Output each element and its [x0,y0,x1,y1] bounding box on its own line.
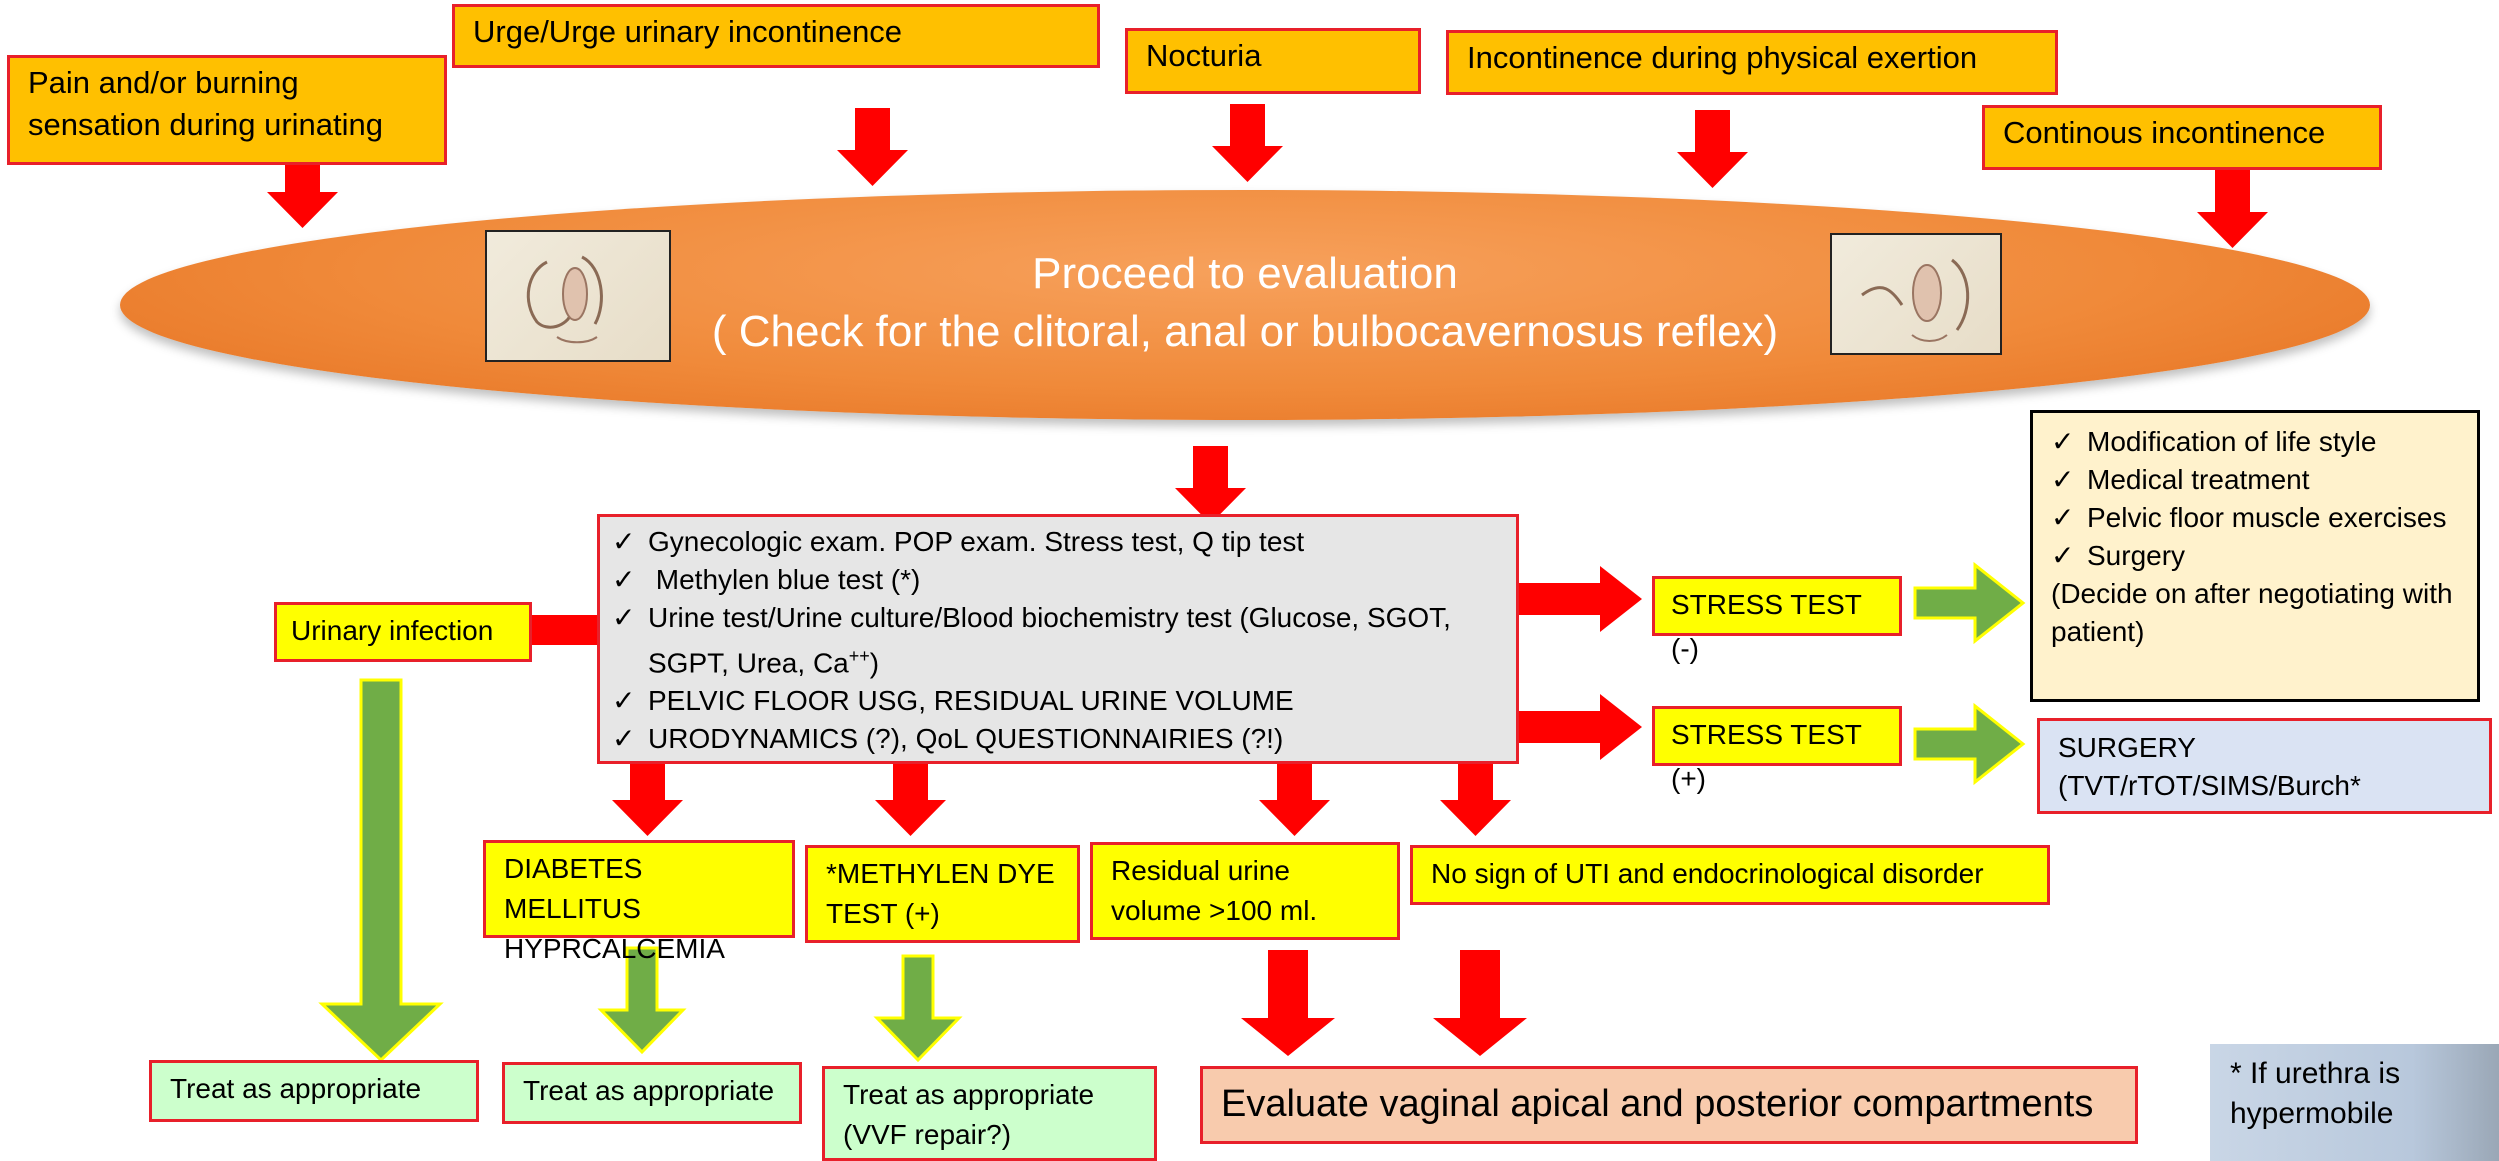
arrow-down-icon [1259,760,1330,836]
surgery-box: SURGERY (TVT/rTOT/SIMS/Burch* [2037,718,2492,814]
arrow-down-icon [1212,104,1283,182]
management-item: ✓ Pelvic floor muscle exercises [2051,499,2459,537]
symptom-nocturia-box: Nocturia [1125,28,1421,94]
methylen-dye-label: *METHYLEN DYE TEST (+) [826,858,1055,929]
evaluate-vaginal-box: Evaluate vaginal apical and posterior co… [1200,1066,2138,1144]
check-icon: ✓ [2051,502,2075,533]
arrow-down-icon [1440,760,1511,836]
check-icon: ✓ [612,723,636,755]
exam-item-superscript: ++ [848,646,870,666]
management-options-box: ✓ Modification of life style ✓ Medical tre… [2030,410,2480,702]
exam-item: ✓ PELVIC FLOOR USG, RESIDUAL URINE VOLUME [612,682,1504,720]
evaluation-title: Proceed to evaluation [1032,249,1458,298]
arrow-right-icon [1518,566,1642,632]
stress-test-negative-box: STRESS TEST (-) [1652,576,1902,664]
symptom-pain-box: Pain and/or burning sensation during uri… [7,55,447,165]
connector [530,615,597,645]
residual-urine-box: Residual urine volume >100 ml. [1090,842,1400,940]
exam-checklist: ✓ Gynecologic exam. POP exam. Stress test… [612,523,1504,758]
exam-item-text: Urine test/Urine culture/Blood biochemis… [648,602,1451,679]
symptom-continuous-box: Continous incontinence [1982,105,2382,170]
urinary-infection-box: Urinary infection [274,602,532,662]
exam-item: ✓ Gynecologic exam. POP exam. Stress test… [612,523,1504,561]
surgery-procedures: (TVT/rTOT/SIMS/Burch* [2058,770,2361,801]
check-icon: ✓ [2051,426,2075,457]
arrow-right-icon [1913,702,2026,786]
treat-vvf-note: (VVF repair?) [843,1119,1012,1150]
stress-test-positive-box: STRESS TEST (+) [1652,706,1902,794]
exam-item: ✓ Urine test/Urine culture/Blood biochemi… [612,599,1504,682]
symptom-pain-label: Pain and/or burning sensation during uri… [28,65,384,142]
symptom-exertion-label: Incontinence during physical exertion [1467,40,1978,75]
anatomy-illustration-left [485,230,671,362]
diabetes-label: DIABETES MELLITUS HYPRCALCEMIA [504,853,725,964]
management-item-text: Pelvic floor muscle exercises [2087,502,2447,533]
treat-infection-label: Treat as appropriate [170,1073,422,1104]
symptom-nocturia-label: Nocturia [1146,38,1262,73]
evaluation-subtitle: ( Check for the clitoral, anal or bulboc… [711,307,1779,356]
anatomy-illustration-right [1830,233,2002,355]
arrow-down-icon [873,954,963,1063]
diabetes-box: DIABETES MELLITUS HYPRCALCEMIA [483,840,795,964]
management-item-text: Medical treatment [2087,464,2310,495]
symptom-urge-label: Urge/Urge urinary incontinence [473,14,903,49]
check-icon: ✓ [2051,464,2075,495]
arrow-down-icon [1433,950,1527,1056]
no-sign-label: No sign of UTI and endocrinological diso… [1431,858,1984,889]
footnote-text: * If urethra is hypermobile [2230,1057,2401,1130]
no-sign-box: No sign of UTI and endocrinological diso… [1410,845,2050,905]
treat-diabetes-box: Treat as appropriate [502,1062,802,1124]
check-icon: ✓ [2051,540,2075,571]
stress-test-positive-label: STRESS TEST (+) [1671,719,1862,794]
symptom-urge-box: Urge/Urge urinary incontinence [452,4,1100,68]
exam-item-text: PELVIC FLOOR USG, RESIDUAL URINE VOLUME [648,685,1294,717]
anatomy-sketch-icon [1861,258,1970,342]
check-icon: ✓ [612,602,636,633]
exam-item-close: ) [869,647,880,679]
management-item: ✓ Medical treatment [2051,461,2459,499]
arrow-down-icon [837,108,908,186]
symptom-exertion-box: Incontinence during physical exertion [1446,30,2058,95]
exam-item: ✓ URODYNAMICS (?), QoL QUESTIONNAIRIES (?… [612,720,1504,758]
evaluate-vaginal-label: Evaluate vaginal apical and posterior co… [1221,1083,2094,1125]
exam-checklist-box: ✓ Gynecologic exam. POP exam. Stress test… [597,514,1519,764]
arrow-down-icon [1241,950,1335,1056]
arrow-down-icon [318,678,444,1063]
check-icon: ✓ [612,685,636,717]
exam-item-text: Gynecologic exam. POP exam. Stress test,… [648,526,1305,557]
treat-vvf-box: Treat as appropriate (VVF repair?) [822,1066,1157,1161]
arrow-down-icon [612,760,683,836]
exam-item: ✓ Methylen blue test (*) [612,561,1504,599]
symptom-continuous-label: Continous incontinence [2003,115,2326,150]
surgery-title: SURGERY [2058,732,2196,763]
arrow-down-icon [1175,446,1246,524]
exam-item-text: Methylen blue test (*) [648,564,921,595]
treat-infection-box: Treat as appropriate [149,1060,479,1122]
management-note: (Decide on after negotiating with patien… [2051,578,2453,647]
treat-vvf-label: Treat as appropriate [843,1079,1095,1110]
arrow-down-icon [597,946,687,1055]
management-item-text: Surgery [2087,540,2186,571]
methylen-dye-box: *METHYLEN DYE TEST (+) [805,845,1080,943]
arrow-down-icon [2197,170,2268,248]
anatomy-sketch-icon [526,255,603,344]
arrow-down-icon [1677,110,1748,188]
management-item-text: Modification of life style [2087,426,2377,457]
arrow-down-icon [875,760,946,836]
arrow-right-icon [1518,694,1642,760]
arrow-down-icon [267,150,338,228]
management-checklist: ✓ Modification of life style ✓ Medical tre… [2051,423,2459,575]
arrow-right-icon [1913,561,2026,645]
check-icon: ✓ [612,564,636,595]
residual-urine-label: Residual urine volume >100 ml. [1111,855,1318,926]
management-item: ✓ Surgery [2051,537,2459,575]
exam-item-text: URODYNAMICS (?), QoL QUESTIONNAIRIES (?!… [648,723,1284,755]
urinary-infection-label: Urinary infection [291,615,494,646]
footnote-box: * If urethra is hypermobile [2210,1044,2499,1161]
treat-diabetes-label: Treat as appropriate [523,1075,775,1106]
check-icon: ✓ [612,526,636,557]
management-item: ✓ Modification of life style [2051,423,2459,461]
stress-test-negative-label: STRESS TEST (-) [1671,589,1862,664]
